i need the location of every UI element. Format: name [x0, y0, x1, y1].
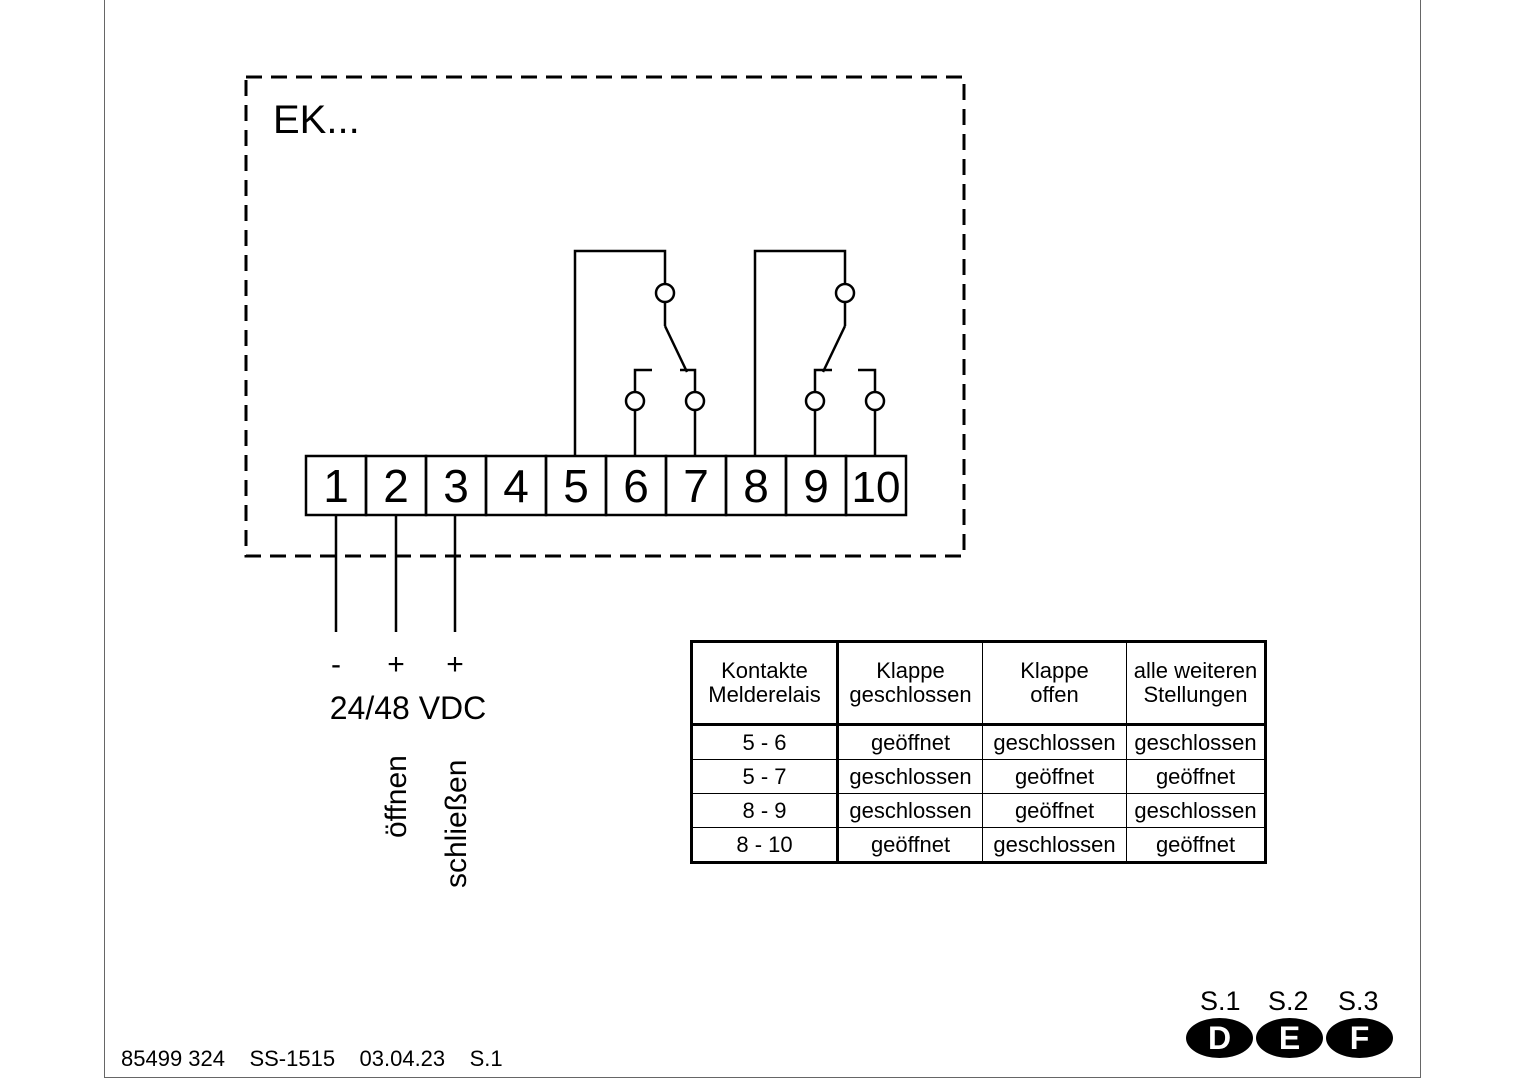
- table-cell: geschlossen: [1126, 793, 1266, 828]
- table-cell: geöffnet: [837, 827, 983, 863]
- table-cell: 5 - 6: [691, 724, 839, 760]
- supply-label: 24/48 VDC: [330, 690, 487, 726]
- language-page-label-d: S.1: [1200, 986, 1241, 1016]
- language-page-label-f: S.3: [1338, 986, 1379, 1016]
- document-footer: 85499 324 SS-1515 03.04.23 S.1: [121, 1046, 503, 1071]
- terminal-number: 7: [683, 460, 709, 512]
- table-cell: 5 - 7: [691, 759, 839, 794]
- table-cell: 8 - 10: [691, 827, 839, 863]
- function-close-label: schließen: [440, 760, 473, 888]
- terminal-number: 3: [443, 460, 469, 512]
- terminal-number: 1: [323, 460, 349, 512]
- table-row: 5 - 7 geschlossen geöffnet geöffnet: [691, 759, 1266, 794]
- language-badge-f[interactable]: F: [1326, 1018, 1393, 1058]
- polarity-plus-3: +: [446, 648, 464, 681]
- relay-contact-1: [573, 249, 706, 456]
- language-badge-d[interactable]: D: [1186, 1018, 1253, 1058]
- table-cell: geschlossen: [1126, 724, 1266, 760]
- terminal-number: 6: [623, 460, 649, 512]
- table-row: 8 - 10 geöffnet geschlossen geöffnet: [691, 827, 1266, 863]
- function-open-label: öffnen: [380, 755, 413, 838]
- table-cell: geschlossen: [982, 724, 1127, 760]
- table-cell: geschlossen: [982, 827, 1127, 863]
- device-enclosure: [244, 75, 966, 558]
- terminal-number: 4: [503, 460, 529, 512]
- relay-contact-2: [753, 249, 886, 456]
- table-cell: geöffnet: [982, 793, 1127, 828]
- language-page-label-e: S.2: [1268, 986, 1309, 1016]
- device-label: EK...: [273, 98, 360, 142]
- language-badge-e[interactable]: E: [1256, 1018, 1323, 1058]
- supply-wires: [334, 516, 457, 632]
- terminal-number: 2: [383, 460, 409, 512]
- terminal-number: 5: [563, 460, 589, 512]
- table-cell: geöffnet: [982, 759, 1127, 794]
- terminal-number: 10: [852, 463, 901, 512]
- terminal-number: 8: [743, 460, 769, 512]
- terminal-number: 9: [803, 460, 829, 512]
- table-row: 5 - 6 geöffnet geschlossen geschlossen: [691, 724, 1266, 760]
- polarity-plus-2: +: [387, 648, 405, 681]
- table-cell: geöffnet: [837, 724, 983, 760]
- table-row: 8 - 9 geschlossen geöffnet geschlossen: [691, 793, 1266, 828]
- table-cell: geschlossen: [837, 759, 983, 794]
- table-cell: geöffnet: [1126, 827, 1266, 863]
- table-cell: geschlossen: [837, 793, 983, 828]
- table-cell: geöffnet: [1126, 759, 1266, 794]
- table-cell: 8 - 9: [691, 793, 839, 828]
- page-frame: [104, 0, 1421, 1078]
- polarity-minus: -: [331, 648, 341, 681]
